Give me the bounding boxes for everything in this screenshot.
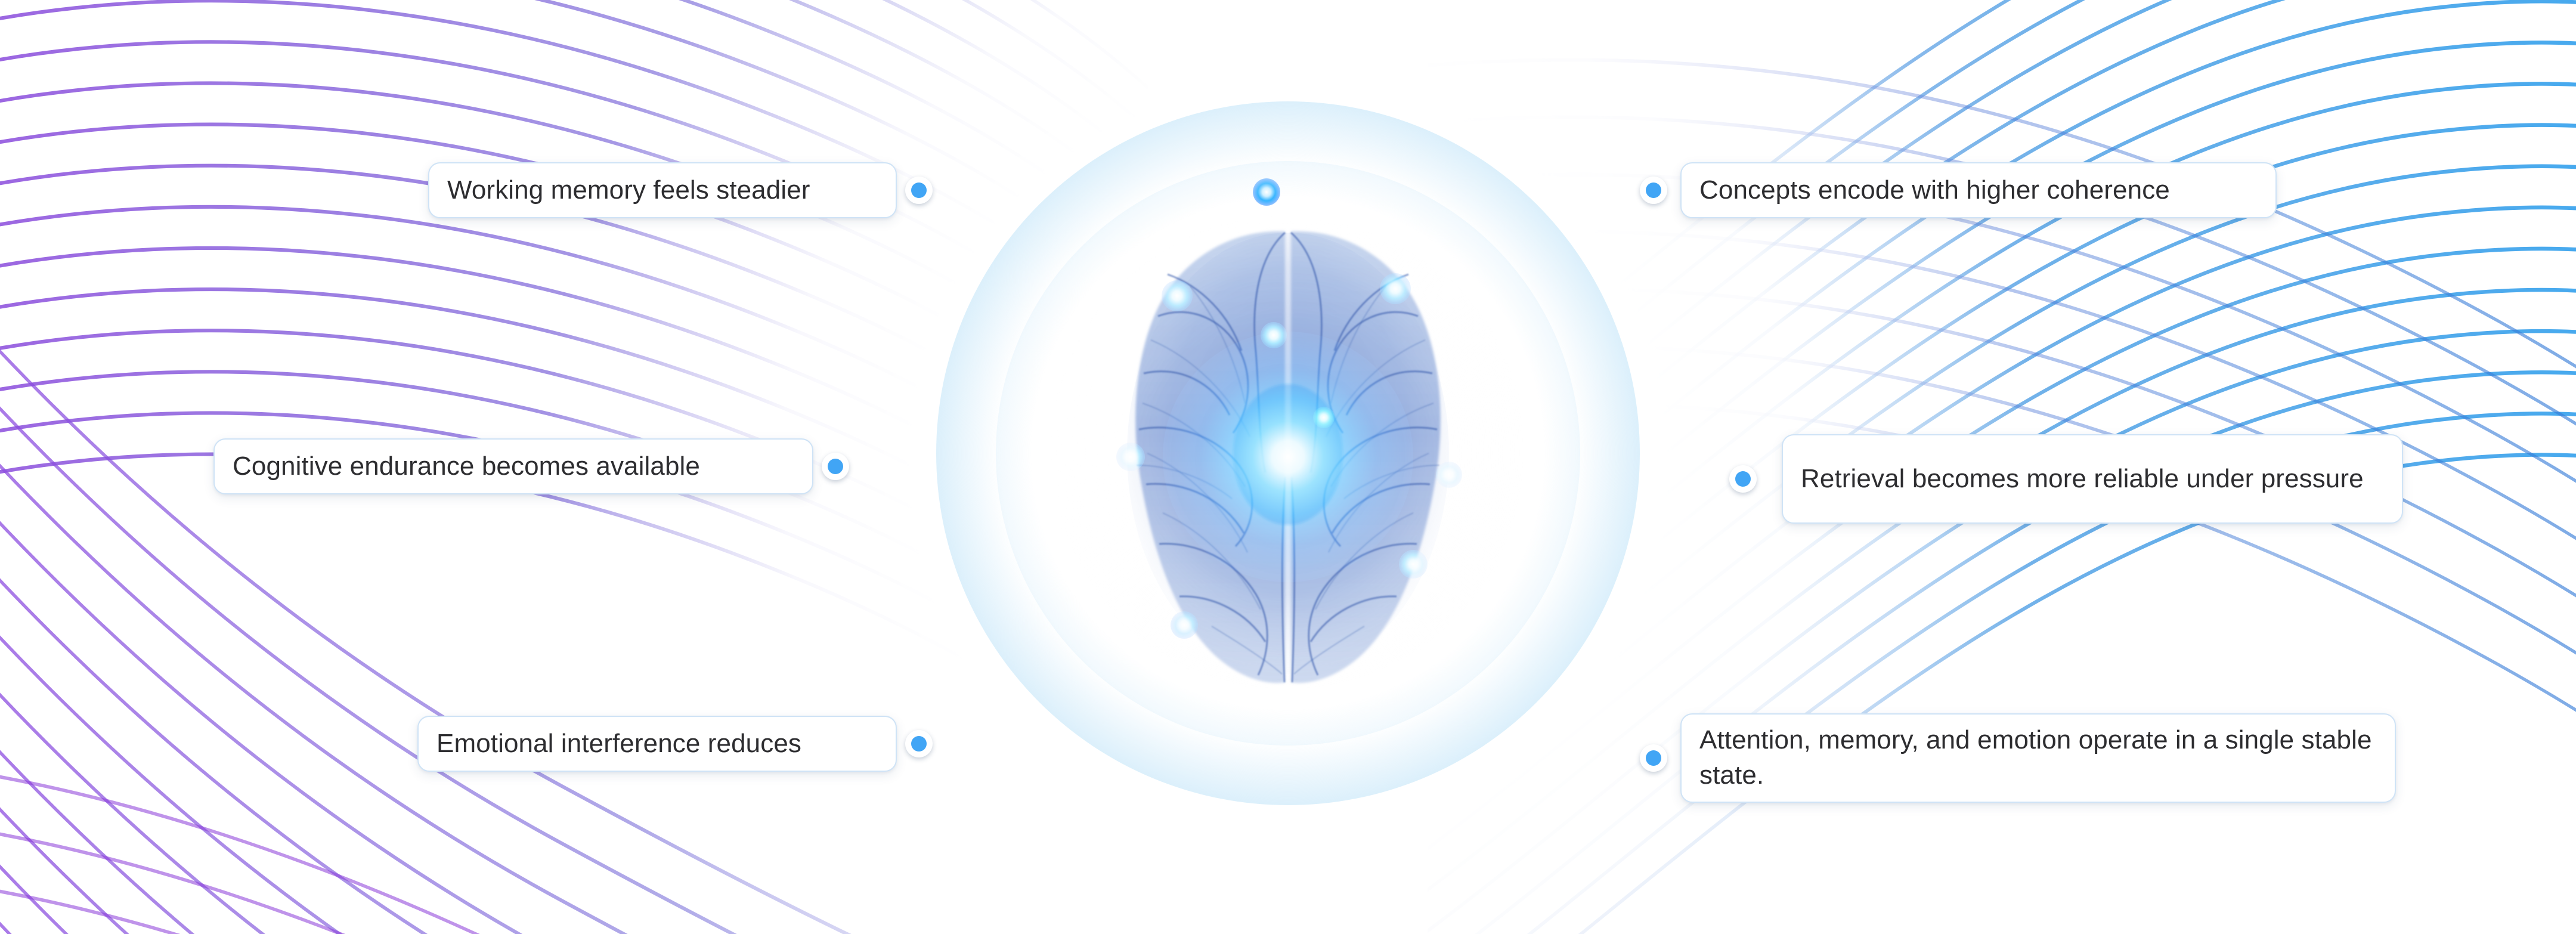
- brain-node: [1116, 443, 1145, 471]
- info-card-text: Attention, memory, and emotion operate i…: [1699, 725, 2372, 790]
- info-card-cognitive-endurance[interactable]: Cognitive endurance becomes available: [213, 438, 813, 494]
- connector-dot-emotional-interference: [905, 730, 933, 757]
- info-card-single-stable-state[interactable]: Attention, memory, and emotion operate i…: [1680, 713, 2396, 803]
- info-card-text: Working memory feels steadier: [447, 175, 810, 205]
- connector-dot-concept-encoding: [1640, 177, 1667, 204]
- info-card-text: Retrieval becomes more reliable under pr…: [1801, 463, 2364, 493]
- brain-core-glow: [1163, 332, 1413, 582]
- connector-dot-inner: [911, 736, 927, 751]
- connector-dot-retrieval: [1729, 465, 1757, 493]
- connector-dot-single-stable-state: [1640, 744, 1667, 772]
- connector-dot-inner: [911, 183, 927, 198]
- info-card-text: Cognitive endurance becomes available: [233, 451, 700, 481]
- brain-node: [1162, 280, 1193, 311]
- connector-dot-inner: [828, 459, 843, 474]
- connector-dot-working-memory: [905, 177, 933, 204]
- brain-visualization: [930, 95, 1646, 811]
- info-card-retrieval[interactable]: Retrieval becomes more reliable under pr…: [1782, 434, 2403, 524]
- connector-dot-inner: [1646, 750, 1661, 766]
- brain-node: [1399, 550, 1428, 579]
- info-card-text: Concepts encode with higher coherence: [1699, 175, 2170, 205]
- connector-dot-inner: [1646, 183, 1661, 198]
- info-card-emotional-interference[interactable]: Emotional interference reduces: [417, 716, 897, 772]
- info-card-working-memory[interactable]: Working memory feels steadier: [428, 162, 897, 218]
- brain-node: [1380, 273, 1411, 304]
- brain-node: [1253, 178, 1280, 206]
- brain-node: [1171, 611, 1198, 639]
- connector-dot-cognitive-endurance: [822, 453, 849, 480]
- brain-node: [1261, 322, 1287, 348]
- brain-node: [1436, 462, 1462, 488]
- info-card-text: Emotional interference reduces: [436, 728, 801, 758]
- brain-node: [1313, 407, 1335, 428]
- info-card-concept-encoding[interactable]: Concepts encode with higher coherence: [1680, 162, 2277, 218]
- connector-dot-inner: [1735, 471, 1751, 487]
